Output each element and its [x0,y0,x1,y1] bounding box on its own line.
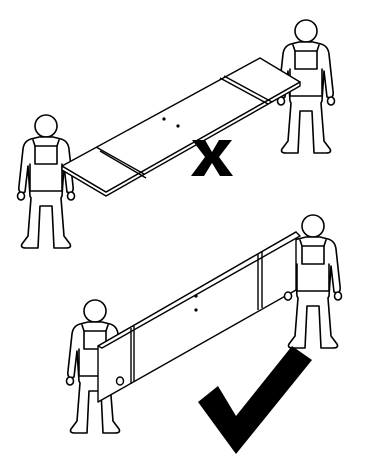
worker-left-top [18,115,75,248]
checkmark-icon [198,346,312,454]
cross-icon [191,140,233,176]
flat-board [62,58,300,196]
panel-edge-carry [67,215,342,454]
panel-flat-carry [18,20,335,248]
